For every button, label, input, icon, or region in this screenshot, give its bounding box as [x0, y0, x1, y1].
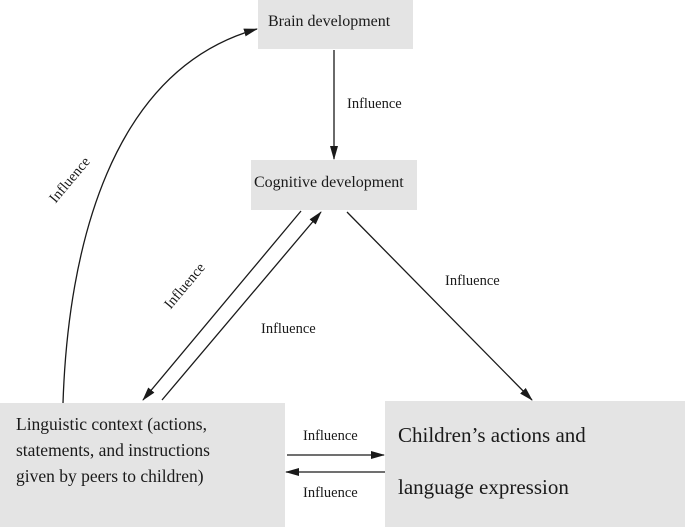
- edge-label-cognitive-children: Influence: [445, 273, 500, 289]
- node-label-line1: Children’s actions and: [398, 423, 586, 447]
- node-brain-development: Brain development: [258, 0, 413, 49]
- node-label: Brain development: [268, 13, 391, 30]
- edge-cognitive-to-children: [346, 211, 533, 401]
- node-cognitive-development: Cognitive development: [251, 160, 417, 210]
- edge-label-linguistic-children: Influence: [303, 428, 358, 444]
- node-label: Cognitive development: [254, 174, 404, 191]
- node-label: Linguistic context (actions, statements,…: [16, 414, 210, 486]
- node-label-line2: language expression: [398, 475, 569, 499]
- edge-cognitive-to-linguistic: [142, 210, 302, 401]
- edge-linguistic-to-cognitive: [161, 211, 322, 401]
- node-childrens-actions: Children’s actions and language expressi…: [385, 401, 685, 527]
- node-linguistic-context: Linguistic context (actions, statements,…: [0, 403, 285, 527]
- edge-label-children-linguistic: Influence: [303, 485, 358, 501]
- edge-label-linguistic-cognitive: Influence: [261, 321, 316, 337]
- edge-label-brain-cognitive: Influence: [347, 96, 402, 112]
- edge-linguistic-to-brain: [62, 28, 258, 404]
